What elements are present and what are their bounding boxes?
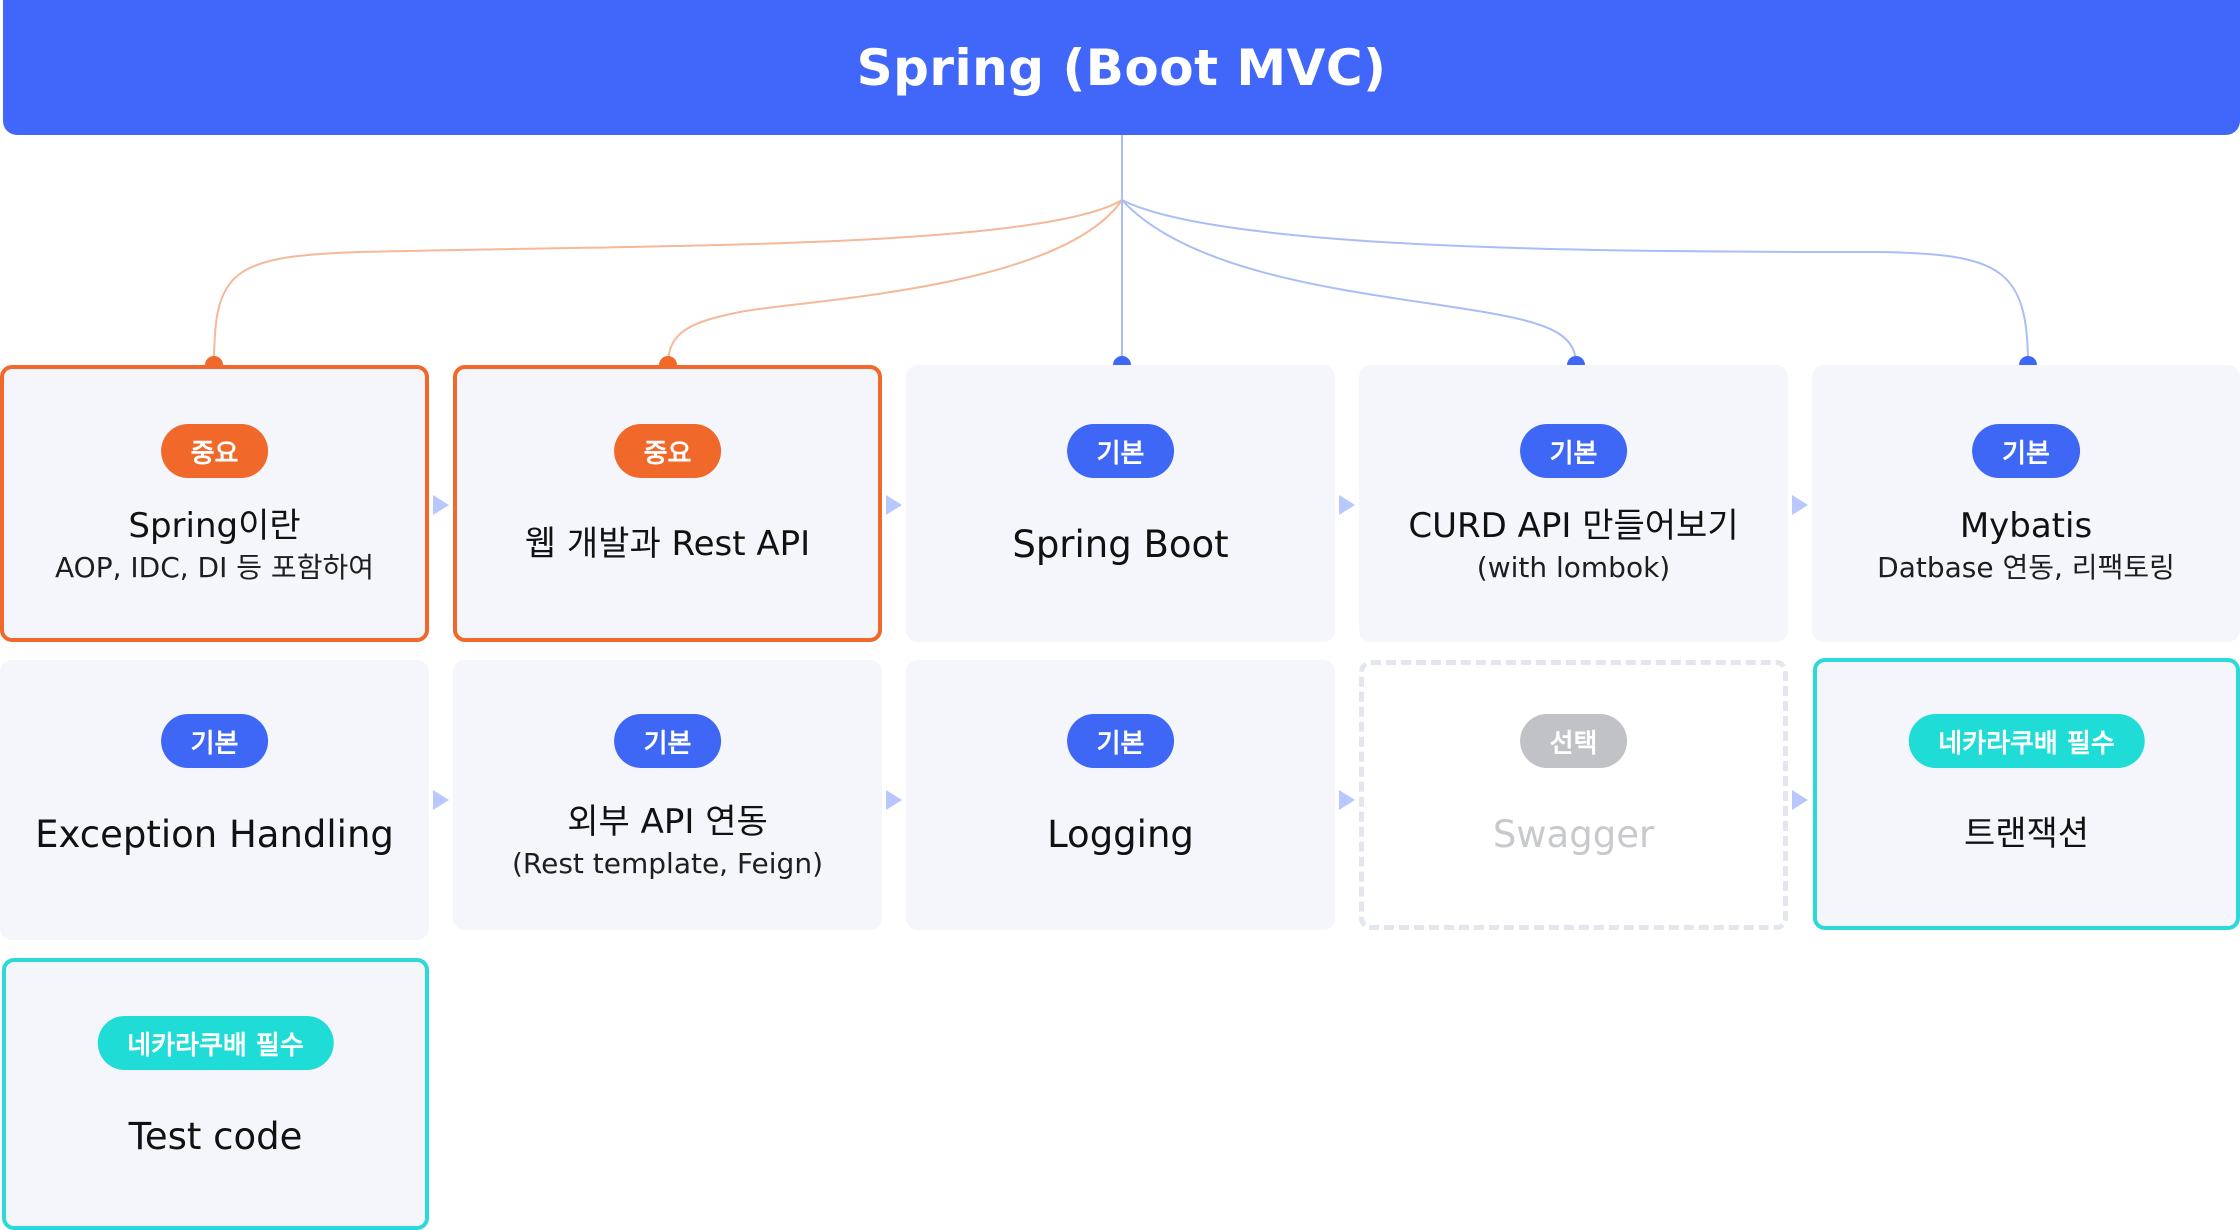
card-subtitle: (Rest template, Feign) <box>511 847 824 880</box>
topic-card-test-code[interactable]: 네카라쿠배 필수 Test code <box>2 958 429 1230</box>
topic-card-exception-handling[interactable]: 기본 Exception Handling <box>0 660 429 940</box>
topic-card-external-api[interactable]: 기본 외부 API 연동 (Rest template, Feign) <box>453 660 882 930</box>
card-title: Mybatis <box>1959 506 2093 546</box>
card-subtitle: AOP, IDC, DI 등 포함하여 <box>55 551 374 584</box>
importance-badge: 기본 <box>1066 714 1175 768</box>
importance-badge: 기본 <box>1066 424 1175 478</box>
sequence-arrow <box>886 495 902 515</box>
importance-badge: 기본 <box>613 714 722 768</box>
topic-title: Spring (Boot MVC) <box>856 38 1387 97</box>
sequence-arrow <box>886 790 902 810</box>
card-title: Exception Handling <box>35 813 394 856</box>
sequence-arrow <box>1792 790 1808 810</box>
sequence-arrow <box>1339 790 1355 810</box>
topic-card-transaction[interactable]: 네카라쿠배 필수 트랜잭션 <box>1813 658 2240 930</box>
card-title: 웹 개발과 Rest API <box>524 524 811 564</box>
topic-card-spring-boot[interactable]: 기본 Spring Boot <box>906 365 1335 642</box>
importance-badge: 기본 <box>160 714 269 768</box>
topic-header: Spring (Boot MVC) <box>3 0 2240 135</box>
card-title: Spring이란 <box>128 506 301 546</box>
card-title: Logging <box>1047 813 1194 856</box>
importance-badge: 중요 <box>160 424 269 478</box>
card-title: Swagger <box>1492 813 1655 856</box>
topic-card-mybatis[interactable]: 기본 Mybatis Datbase 연동, 리팩토링 <box>1812 365 2240 642</box>
importance-badge: 선택 <box>1519 714 1628 768</box>
importance-badge: 기본 <box>1519 424 1628 478</box>
importance-badge: 기본 <box>1972 424 2080 478</box>
sequence-arrow <box>433 495 449 515</box>
card-title: 트랜잭션 <box>1963 814 2090 854</box>
card-title: Test code <box>128 1115 303 1158</box>
importance-badge: 네카라쿠배 필수 <box>97 1016 334 1070</box>
topic-card-web-rest[interactable]: 중요 웹 개발과 Rest API <box>453 365 882 642</box>
topic-card-logging[interactable]: 기본 Logging <box>906 660 1335 930</box>
sequence-arrow <box>1792 495 1808 515</box>
sequence-arrow <box>1339 495 1355 515</box>
topic-card-crud-api[interactable]: 기본 CURD API 만들어보기 (with lombok) <box>1359 365 1788 642</box>
card-title: Spring Boot <box>1012 523 1229 566</box>
card-title: CURD API 만들어보기 <box>1408 506 1739 546</box>
card-title: 외부 API 연동 <box>567 802 768 842</box>
topic-card-spring-intro[interactable]: 중요 Spring이란 AOP, IDC, DI 등 포함하여 <box>0 365 429 642</box>
card-subtitle: (with lombok) <box>1476 551 1671 584</box>
importance-badge: 네카라쿠배 필수 <box>1908 714 2145 768</box>
topic-card-swagger[interactable]: 선택 Swagger <box>1359 660 1788 930</box>
card-subtitle: Datbase 연동, 리팩토링 <box>1877 551 2175 584</box>
importance-badge: 중요 <box>613 424 722 478</box>
sequence-arrow <box>433 790 449 810</box>
